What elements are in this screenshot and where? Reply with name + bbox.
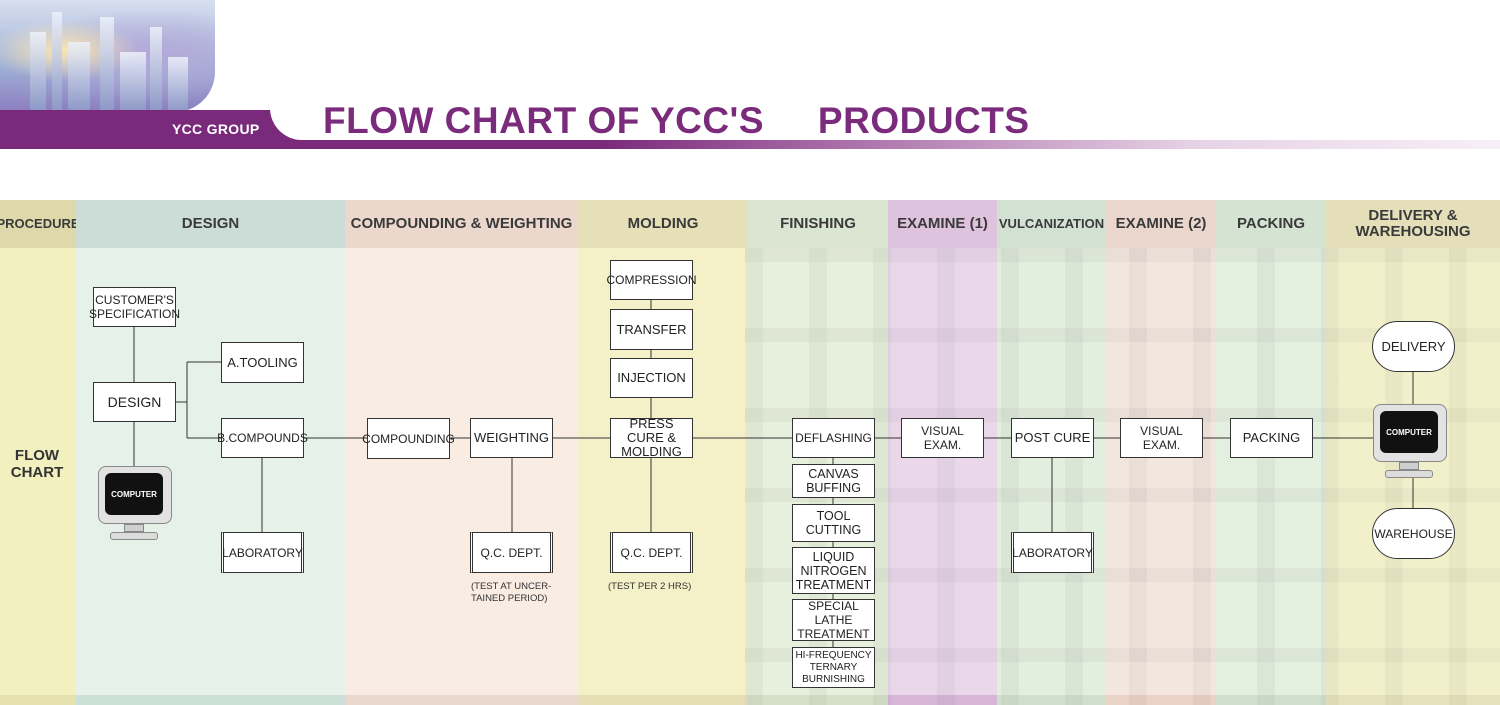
qc-dept-box-molding: Q.C. DEPT. (610, 532, 693, 573)
stage-header-procedure: PROCEDURE (0, 200, 80, 248)
qc-weighting-note: (TEST AT UNCER- TAINED PERIOD) (471, 581, 552, 604)
stage-design: DESIGN (76, 200, 345, 705)
stage-header-packing: PACKING (1216, 200, 1326, 248)
compounding-box: COMPOUNDING (362, 418, 455, 459)
packing-box: PACKING (1230, 418, 1313, 458)
flow-chart-label: FLOW CHART (10, 447, 64, 481)
stage-header-finishing: FINISHING (748, 200, 888, 248)
group-name: YCC GROUP (172, 121, 260, 137)
refinery-logo-image (0, 0, 215, 112)
stage-header-examine-2: EXAMINE (2) (1106, 200, 1216, 248)
stage-header-molding: MOLDING (578, 200, 748, 248)
compounds-box: B.COMPOUNDS (217, 418, 308, 458)
customer-specification-box: CUSTOMER'S SPECIFICATION (89, 287, 180, 327)
stage-procedure: PROCEDURE (0, 200, 80, 705)
header-banner: YCC GROUP FLOW CHART OF YCC'S PRODUCTS (0, 0, 1500, 150)
laboratory-box-vulcanization: LABORATORY (1011, 532, 1094, 573)
press-cure-molding-box: PRESS CURE & MOLDING (610, 417, 693, 459)
canvas-buffing-box: CANVAS BUFFING (792, 464, 875, 498)
qc-molding-note: (TEST PER 2 HRS) (608, 581, 692, 592)
computer-icon-delivery: COMPUTER (1369, 400, 1455, 484)
injection-box: INJECTION (610, 358, 693, 398)
post-cure-box: POST CURE (1011, 418, 1094, 458)
visual-exam-box-1: VISUAL EXAM. (901, 418, 984, 458)
tooling-box: A.TOOLING (221, 342, 304, 383)
special-lathe-treatment-box: SPECIAL LATHE TREATMENT (792, 599, 875, 641)
visual-exam-box-2: VISUAL EXAM. (1120, 418, 1203, 458)
computer-icon-design: COMPUTER (94, 462, 180, 546)
stage-header-compounding: COMPOUNDING & WEIGHTING (345, 200, 578, 248)
liquid-nitrogen-treatment-box: LIQUID NITROGEN TREATMENT (792, 547, 875, 594)
hi-frequency-burnishing-box: HI-FREQUENCY TERNARY BURNISHING (792, 647, 875, 688)
deflashing-box: DEFLASHING (792, 418, 875, 458)
laboratory-box-design: LABORATORY (221, 532, 304, 573)
computer-label: COMPUTER (105, 473, 163, 515)
stage-header-examine-1: EXAMINE (1) (888, 200, 997, 248)
transfer-box: TRANSFER (610, 309, 693, 350)
warehouse-oval: WAREHOUSE (1372, 508, 1455, 559)
tool-cutting-box: TOOL CUTTING (792, 504, 875, 542)
design-box: DESIGN (93, 382, 176, 422)
stage-header-delivery: DELIVERY & WAREHOUSING (1326, 200, 1500, 248)
weighting-box: WEIGHTING (470, 418, 553, 458)
qc-dept-box-weighting: Q.C. DEPT. (470, 532, 553, 573)
computer-label: COMPUTER (1380, 411, 1438, 453)
stage-header-design: DESIGN (76, 200, 345, 248)
stage-header-vulcanization: VULCANIZATION (997, 200, 1106, 248)
compression-box: COMPRESSION (607, 260, 697, 300)
page-title: FLOW CHART OF YCC'S PRODUCTS (323, 100, 1030, 141)
delivery-oval: DELIVERY (1372, 321, 1455, 372)
